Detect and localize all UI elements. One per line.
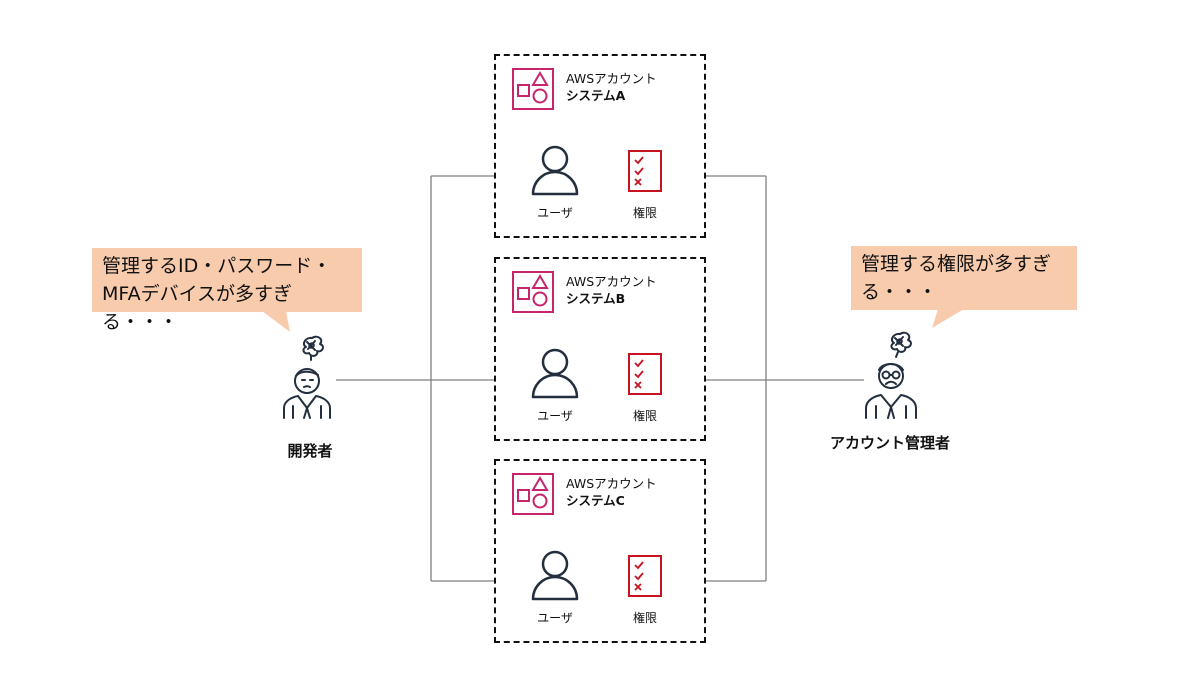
aws-account-icon xyxy=(512,271,554,313)
account-type-label: AWSアカウント xyxy=(566,274,657,289)
account-name: システムC xyxy=(566,493,625,508)
developer-label: 開発者 xyxy=(287,442,333,460)
aws-account-icon xyxy=(512,473,554,515)
admin-callout-tail xyxy=(932,309,964,328)
confused-developer-icon xyxy=(283,335,331,419)
admin-callout-line-2: る・・・ xyxy=(861,281,938,303)
admin-callout-line-1: 管理する権限が多すぎ xyxy=(861,253,1052,275)
admin-label: アカウント管理者 xyxy=(829,434,950,452)
user-label: ユーザ xyxy=(537,206,573,220)
developer-callout-line-1: 管理するID・パスワード・ xyxy=(102,255,332,277)
user-icon xyxy=(531,550,579,601)
aws-account-icon xyxy=(512,68,554,110)
account-label: AWSアカウント システムC xyxy=(566,475,657,509)
developer-callout: 管理するID・パスワード・ MFAデバイスが多すぎる・・・ xyxy=(92,248,362,333)
user-icon xyxy=(531,348,579,399)
user-label: ユーザ xyxy=(537,611,573,625)
aws-account-box-a: AWSアカウント システムA ユーザ 権限 xyxy=(494,54,706,238)
developer-callout-line-2: MFAデバイスが多すぎる・・・ xyxy=(102,283,293,333)
permission-label: 権限 xyxy=(632,611,657,625)
permission-label: 権限 xyxy=(632,206,657,220)
account-label: AWSアカウント システムA xyxy=(566,70,657,104)
user-icon xyxy=(531,145,579,196)
aws-account-box-c: AWSアカウント システムC ユーザ 権限 xyxy=(494,459,706,643)
account-name: システムB xyxy=(566,291,626,306)
admin-callout: 管理する権限が多すぎ る・・・ xyxy=(851,246,1077,310)
account-type-label: AWSアカウント xyxy=(566,71,657,86)
permission-checklist-icon xyxy=(628,555,662,597)
permission-checklist-icon xyxy=(628,353,662,395)
aws-account-box-b: AWSアカウント システムB ユーザ 権限 xyxy=(494,257,706,441)
account-type-label: AWSアカウント xyxy=(566,476,657,491)
developer-callout-tail xyxy=(262,311,290,332)
confused-admin-icon xyxy=(865,331,917,419)
account-name: システムA xyxy=(566,88,626,103)
permission-checklist-icon xyxy=(628,150,662,192)
permission-label: 権限 xyxy=(632,409,657,423)
account-label: AWSアカウント システムB xyxy=(566,273,657,307)
user-label: ユーザ xyxy=(537,409,573,423)
